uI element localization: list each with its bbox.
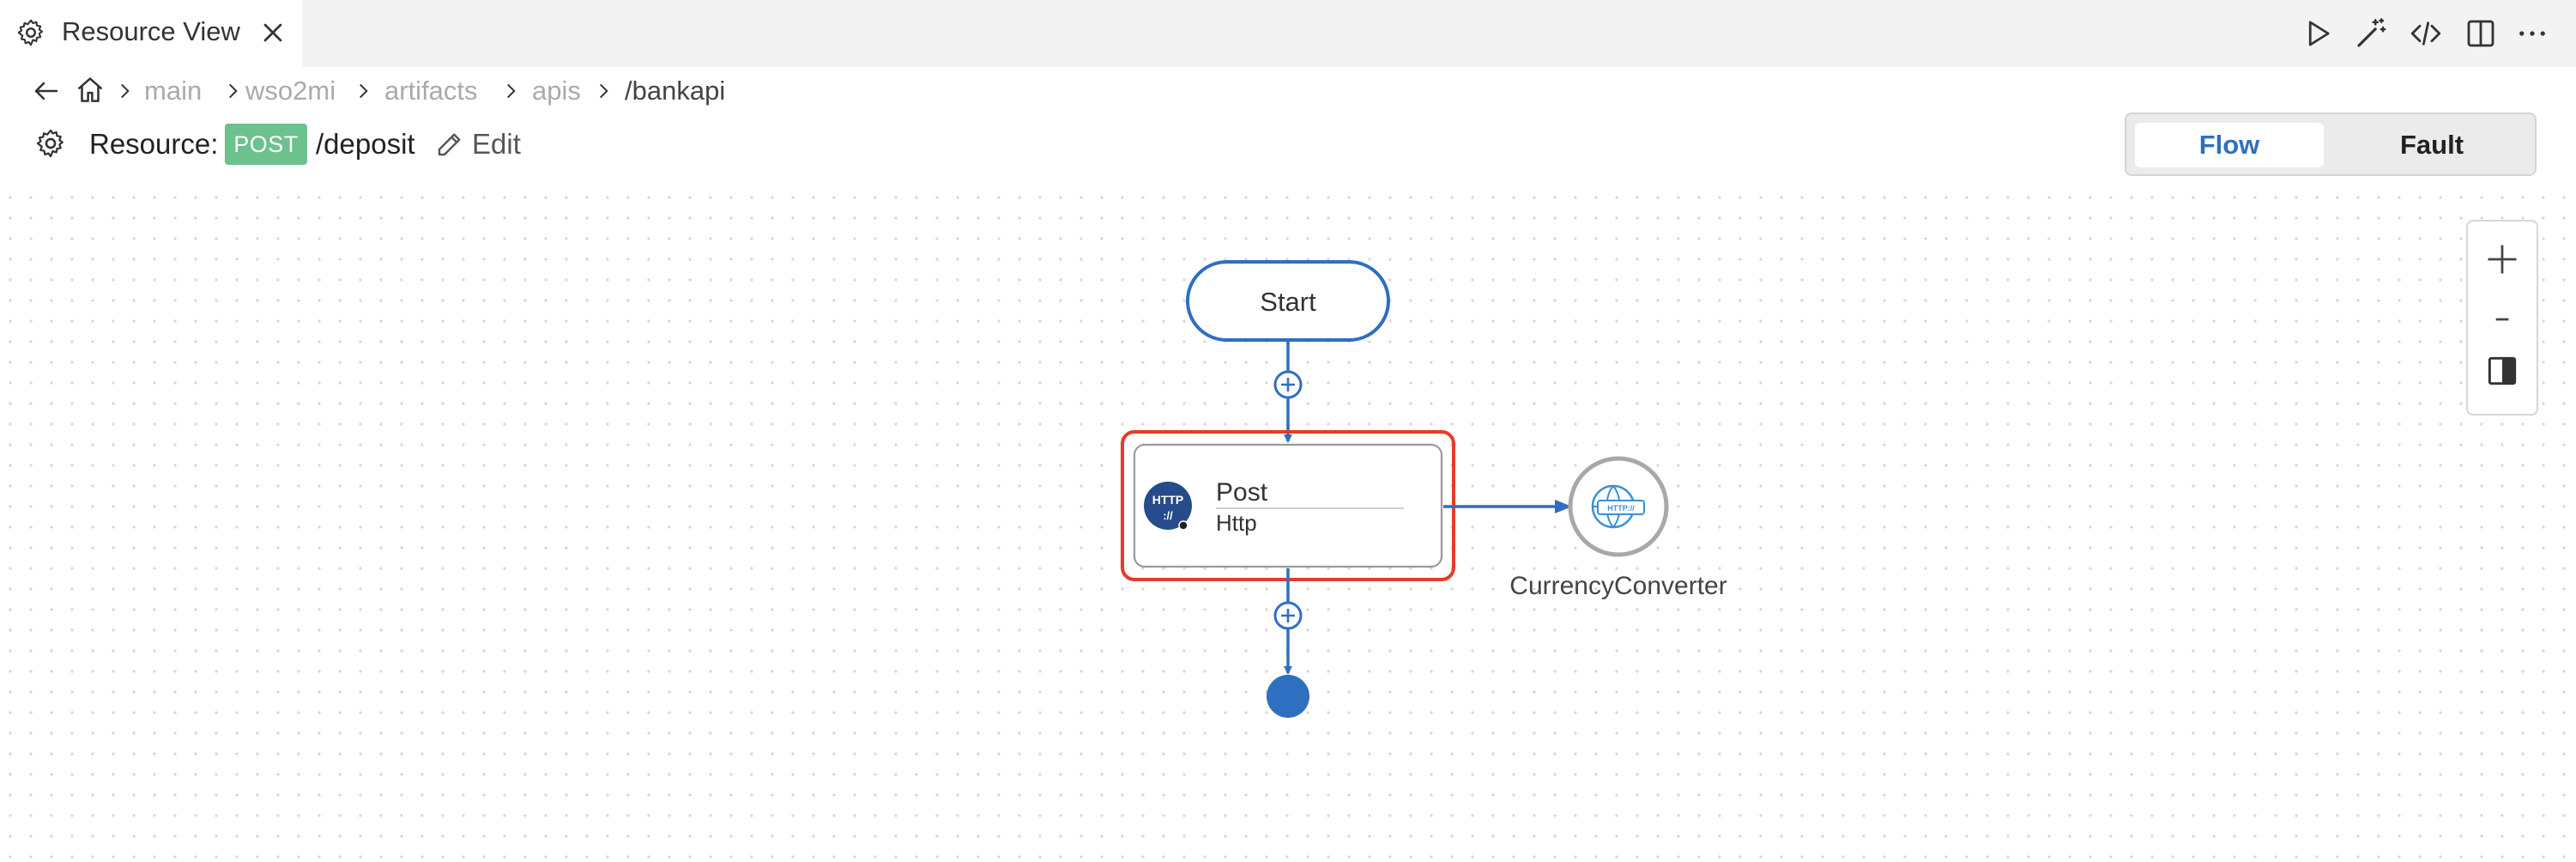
start-node[interactable]: Start	[1186, 260, 1390, 342]
tab-title: Resource View	[62, 16, 240, 46]
method-badge: POST	[225, 124, 307, 165]
split-editor-icon[interactable]	[2463, 15, 2499, 52]
toggle-flow[interactable]: Flow	[2135, 123, 2324, 167]
code-icon[interactable]	[2408, 15, 2444, 52]
resource-gear-icon	[36, 129, 63, 158]
endpoint-label: CurrencyConverter	[1509, 572, 1726, 600]
end-node[interactable]	[1267, 675, 1309, 718]
zoom-controls	[2466, 220, 2538, 416]
close-icon[interactable]	[257, 17, 288, 48]
http-post-mediator-node[interactable]: HTTP :// Post Http	[1133, 443, 1443, 568]
add-mediator-button[interactable]	[1273, 370, 1303, 399]
chevron-right-icon	[507, 83, 516, 99]
resource-label: Resource:	[89, 128, 219, 160]
fit-view-icon[interactable]	[2483, 352, 2521, 390]
zoom-out-icon[interactable]	[2483, 300, 2521, 338]
start-label: Start	[1260, 287, 1316, 317]
chevron-right-icon	[600, 83, 608, 99]
tab-resource-view[interactable]: Resource View	[0, 0, 302, 67]
chevron-right-icon	[121, 83, 130, 99]
more-icon[interactable]	[2514, 15, 2550, 52]
http-icon-text: HTTP	[1152, 493, 1184, 507]
breadcrumb-item-bankapi: /bankapi	[625, 76, 726, 106]
currency-converter-endpoint[interactable]: HTTP://	[1568, 456, 1669, 557]
resource-path: /deposit	[316, 128, 415, 160]
breadcrumb-item-main[interactable]: main	[144, 76, 203, 106]
edit-resource-button[interactable]: Edit	[434, 124, 537, 165]
home-icon[interactable]	[74, 74, 106, 106]
view-toggle: Flow Fault	[2125, 112, 2537, 176]
gear-icon	[17, 19, 44, 46]
http-icon-subtext: ://	[1163, 509, 1173, 522]
back-arrow-icon[interactable]	[31, 76, 62, 106]
http-endpoint-icon: HTTP://	[1591, 484, 1645, 529]
mediator-subtitle: Http	[1216, 510, 1257, 536]
breadcrumb-item-apis[interactable]: apis	[532, 76, 581, 106]
zoom-in-icon[interactable]	[2483, 240, 2521, 278]
magic-wand-icon[interactable]	[2353, 15, 2389, 52]
mediator-title: Post	[1216, 478, 1268, 507]
editor-tab-bar: Resource View	[0, 0, 2576, 67]
breadcrumb-item-wso2mi[interactable]: wso2mi	[245, 76, 336, 106]
chevron-right-icon	[360, 83, 368, 99]
edit-label: Edit	[472, 128, 521, 160]
run-icon[interactable]	[2300, 15, 2336, 52]
toggle-fault[interactable]: Fault	[2399, 130, 2464, 160]
breadcrumb-item-artifacts[interactable]: artifacts	[384, 76, 478, 106]
http-icon: HTTP ://	[1144, 482, 1192, 531]
http-endpoint-icon-text: HTTP://	[1607, 504, 1635, 513]
pencil-icon	[438, 133, 461, 156]
add-mediator-button[interactable]	[1273, 601, 1303, 630]
chevron-right-icon	[229, 83, 238, 99]
